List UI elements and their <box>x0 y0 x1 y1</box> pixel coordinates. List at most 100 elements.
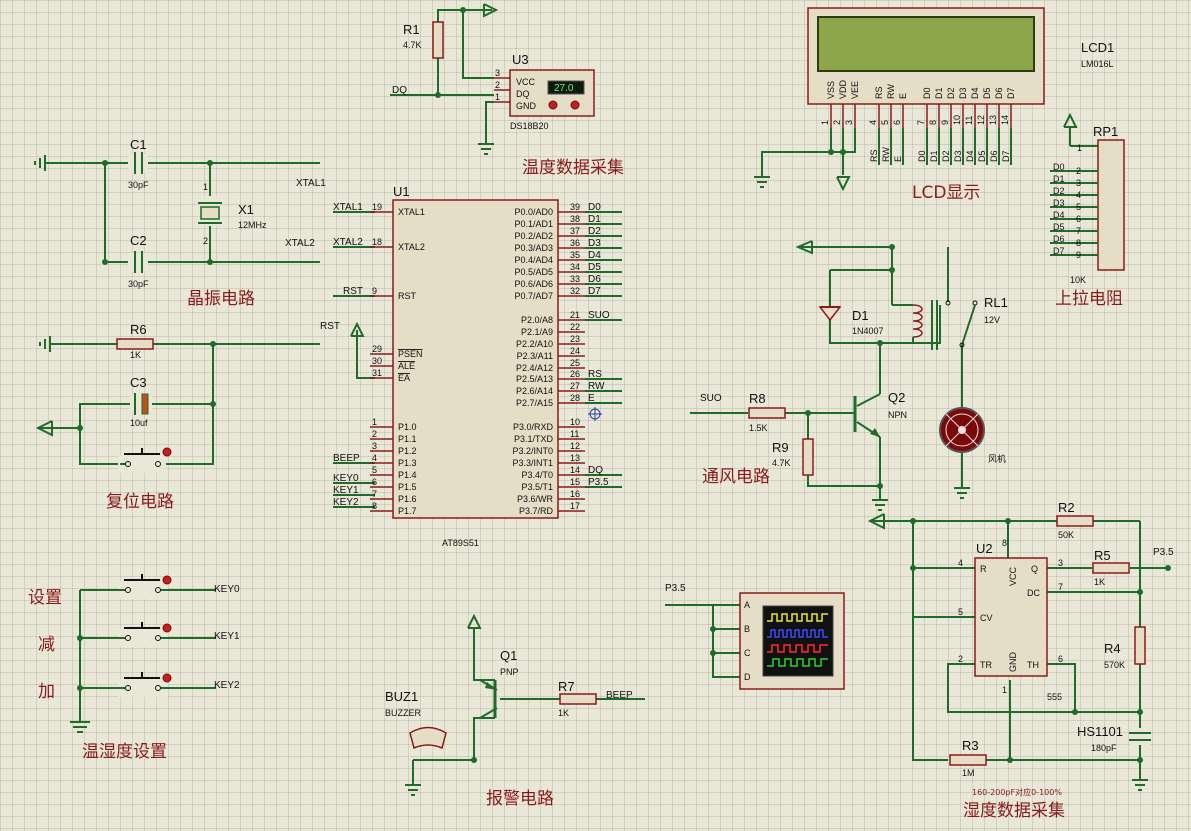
r4-value: 570K <box>1104 660 1125 670</box>
r1-ref: R1 <box>403 22 420 37</box>
u1-pin-name: P3.0/RXD <box>513 422 554 432</box>
u1-pin-name: P0.5/AD5 <box>514 267 553 277</box>
label-key-set: 设置 <box>28 588 62 608</box>
lcd-pin-name: D2 <box>946 87 956 99</box>
label-temp-acq: 温度数据采集 <box>522 158 624 178</box>
rp1-net: D6 <box>1053 234 1065 244</box>
net-xtal2-u1: XTAL2 <box>333 237 363 248</box>
u1-pin-num: 36 <box>570 238 580 248</box>
reset-button[interactable] <box>118 447 172 473</box>
u1-pin-num: 11 <box>570 429 579 439</box>
label-alarm-circuit: 报警电路 <box>486 789 554 809</box>
key0-button[interactable] <box>118 574 172 599</box>
u3-down-button[interactable] <box>548 100 558 110</box>
u1-pin-name: P2.6/A14 <box>516 386 553 396</box>
lcd-bus-label: D2 <box>941 150 951 162</box>
rp1-pin-num: 3 <box>1076 178 1081 188</box>
label-key-settings: 温湿度设置 <box>82 742 167 762</box>
key1-button[interactable] <box>118 622 172 647</box>
label-lcd-display: LCD显示 <box>912 183 980 203</box>
c1-ref: C1 <box>130 137 147 152</box>
net-xtal1-u1: XTAL1 <box>333 202 363 213</box>
u3-temp-display: 27.0 <box>554 83 574 94</box>
capacitor-c2[interactable]: C2 30pF <box>128 233 149 289</box>
u1-pin-num: 4 <box>372 453 377 463</box>
u1-pin-name: XTAL2 <box>398 242 425 252</box>
net-key1-u1: KEY1 <box>333 485 359 496</box>
r7-ref: R7 <box>558 679 575 694</box>
sensor-u3[interactable]: U3 DS18B20 VCC DQ GND 3 2 1 27.0 <box>494 52 595 131</box>
u1-pin-num: 26 <box>570 369 580 379</box>
u1-pin-num: 5 <box>372 465 377 475</box>
wires <box>40 9 1168 785</box>
net-rst-u1: RST <box>343 286 363 297</box>
u1-net-label: RW <box>588 381 605 392</box>
rp1-net: D1 <box>1053 174 1065 184</box>
rp1-pin-num: 5 <box>1076 202 1081 212</box>
u2-pin-r: R <box>980 564 987 574</box>
rp1-ref: RP1 <box>1093 124 1118 139</box>
resistor-r4[interactable]: R4 570K <box>1104 626 1146 670</box>
resistor-r9[interactable]: R9 4.7K <box>772 438 814 476</box>
resistor-r3[interactable]: R3 1M <box>949 738 987 778</box>
r5-ref: R5 <box>1094 548 1111 563</box>
resistor-r5[interactable]: R5 1K <box>1092 548 1130 587</box>
resistor-r7[interactable]: R7 1K <box>558 679 597 718</box>
resistor-r6[interactable]: R6 1K <box>116 322 154 360</box>
u1-pin-num: 30 <box>372 356 382 366</box>
u3-ref: U3 <box>512 52 529 67</box>
rp1-pin-num: 2 <box>1076 166 1081 176</box>
u1-pin-name: P1.7 <box>398 506 417 516</box>
u1-net-label: D4 <box>588 250 601 261</box>
oscilloscope[interactable]: A B C D <box>739 592 845 690</box>
u1-pin-name: P0.4/AD4 <box>514 255 553 265</box>
capacitor-c3[interactable]: C3 10uf <box>130 375 152 428</box>
capacitor-c1[interactable]: C1 30pF <box>128 137 149 190</box>
lcd-pin-name: D0 <box>922 87 932 99</box>
fan-motor[interactable]: 风机 <box>939 407 1006 464</box>
c3-value: 10uf <box>130 418 148 428</box>
u1-pin-num: 31 <box>372 368 382 378</box>
net-p35-scope: P3.5 <box>665 583 686 594</box>
resistor-r1[interactable]: R1 4.7K <box>403 21 444 59</box>
relay-rl1[interactable]: RL1 12V <box>892 290 1008 350</box>
net-key2-keys: KEY2 <box>214 680 240 691</box>
lcd-pin-num: 5 <box>880 120 890 125</box>
lcd-bus-label: D0 <box>917 150 927 162</box>
u1-pin-num: 21 <box>570 310 580 320</box>
transistor-q2[interactable]: Q2 NPN <box>853 390 907 438</box>
u1-pin-num: 39 <box>570 202 580 212</box>
timer-u2[interactable]: U2 555 R VCC Q DC CV TR GND TH 4 8 3 7 5… <box>958 538 1063 702</box>
net-rst-left: RST <box>320 321 340 332</box>
u1-pin-num: 19 <box>372 202 382 212</box>
u1-pin-name: XTAL1 <box>398 207 425 217</box>
capacitor-hs1101[interactable]: HS1101 180pF <box>1077 724 1151 753</box>
resistor-r2[interactable]: R2 50K <box>1056 500 1094 540</box>
u2-num-1: 1 <box>1002 685 1007 695</box>
u1-pin-name: P2.1/A9 <box>521 327 553 337</box>
transistor-q1[interactable]: Q1 PNP <box>479 648 519 719</box>
key2-button[interactable] <box>118 672 172 697</box>
power-symbols <box>34 3 1148 796</box>
u2-num-6: 6 <box>1058 654 1063 664</box>
diode-d1[interactable]: D1 1N4007 <box>818 306 884 336</box>
lcd-bus-label: RW <box>881 147 891 162</box>
u1-pin-name: P0.2/AD2 <box>514 231 553 241</box>
c3-ref: C3 <box>130 375 147 390</box>
lcd-pin-num: 12 <box>976 115 986 125</box>
lcd-pin-num: 8 <box>928 120 938 125</box>
u1-pin-num: 1 <box>372 417 377 427</box>
u1-pin-num: 6 <box>372 477 377 487</box>
lcd-bus-label: D7 <box>1001 150 1011 162</box>
resistor-r8[interactable]: R8 1.5K <box>748 391 786 433</box>
crystal-x1[interactable]: 1 2 X1 12MHz <box>198 182 267 246</box>
u3-up-button[interactable] <box>570 100 580 110</box>
lcd-pin-name: RS <box>874 86 884 99</box>
lcd-lcd1[interactable]: LCD1 LM016L VSS1VDD2VEE3RS4RW5E6D07D18D2… <box>807 7 1114 128</box>
buzzer-buz1[interactable]: BUZ1 BUZZER <box>385 689 447 750</box>
